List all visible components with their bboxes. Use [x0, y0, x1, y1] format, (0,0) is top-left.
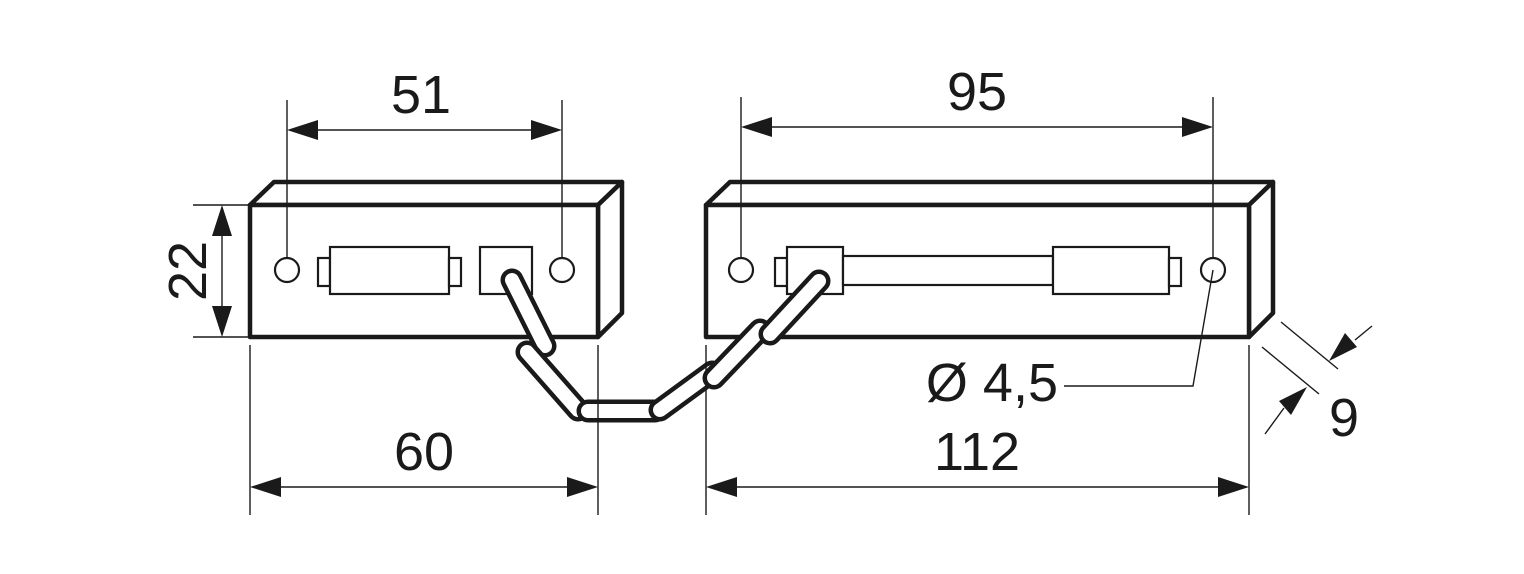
left-plate-slot-body	[328, 245, 451, 296]
arrowhead	[706, 477, 737, 497]
right-plate-slide-block-right	[1051, 245, 1171, 296]
right-plate-slide-rail	[841, 254, 1055, 287]
left-plate-slot-end-left	[316, 256, 332, 288]
arrowhead	[567, 477, 598, 497]
dimension-label: 95	[947, 62, 1007, 122]
left-plate	[247, 179, 625, 340]
right-plate-screw-hole-1	[727, 256, 755, 284]
arrowhead	[212, 306, 232, 337]
arrowhead	[1218, 477, 1249, 497]
arrowhead	[531, 120, 562, 140]
dimension-depth: 9	[1264, 325, 1373, 448]
left-plate-top-face	[247, 179, 625, 208]
left-plate-screw-hole-1	[273, 256, 301, 284]
left-plate-side-face	[595, 179, 625, 340]
dimension-height: 22	[158, 205, 232, 337]
chain	[500, 268, 831, 423]
arrowhead	[1182, 117, 1213, 137]
dimension-right-hole-spacing: 95	[741, 62, 1213, 137]
leader-line	[1064, 269, 1214, 387]
dimension-label: 60	[394, 422, 454, 482]
arrowhead	[1279, 387, 1307, 415]
dimension-right-length: 112	[706, 422, 1249, 497]
right-plate-top-face	[703, 179, 1276, 208]
dimension-label: 51	[391, 65, 451, 125]
left-plate-slot-end-right	[447, 256, 463, 288]
dimension-label: 112	[934, 422, 1020, 482]
dimension-left-hole-spacing: 51	[287, 65, 562, 140]
arrowhead	[212, 205, 232, 236]
arrowhead	[250, 477, 281, 497]
arrowhead	[1329, 333, 1357, 361]
chain-link	[515, 340, 590, 422]
right-plate-side-face	[1246, 179, 1276, 340]
extension-lines	[193, 97, 1339, 515]
arrowhead	[287, 120, 318, 140]
chain-link	[500, 268, 557, 358]
right-plate-slot-end-left	[773, 256, 789, 288]
right-plate-slot-end-right	[1167, 256, 1183, 288]
dimension-label: Ø 4,5	[926, 353, 1058, 413]
left-plate-screw-hole-2	[548, 256, 576, 284]
dimension-label: 22	[158, 241, 218, 301]
dimension-left-length: 60	[250, 422, 598, 497]
arrowhead	[741, 117, 772, 137]
dimension-label: 9	[1329, 388, 1359, 448]
dimension-hole-diameter: Ø 4,5	[926, 269, 1214, 413]
chain-link	[702, 318, 772, 390]
chain-link	[758, 269, 831, 346]
